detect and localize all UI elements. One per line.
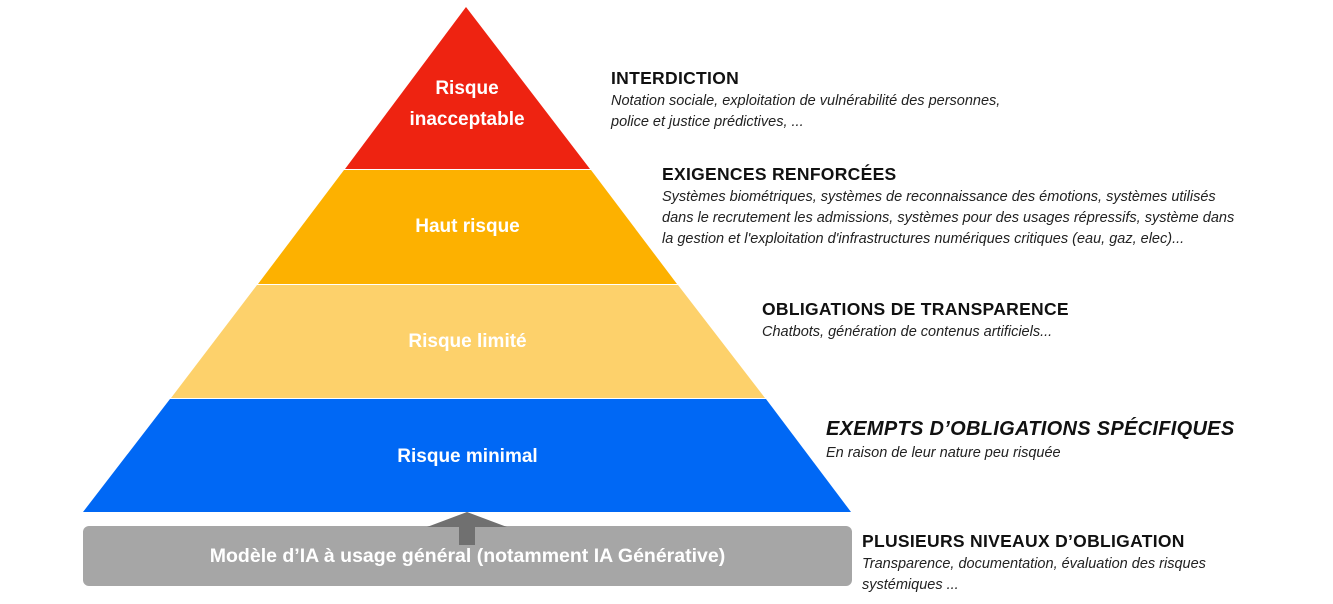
up-arrow-icon [427,512,507,545]
tier-high-risk-shape [258,170,677,284]
exempt-description: EXEMPTS D’OBLIGATIONS SPÉCIFIQUES En rai… [826,418,1234,464]
high-risk-heading: EXIGENCES RENFORCÉES [662,164,897,184]
interdiction-heading: INTERDICTION [611,68,740,88]
exempt-heading: EXEMPTS D’OBLIGATIONS SPÉCIFIQUES [826,418,1235,440]
general-purpose-heading: PLUSIEURS NIVEAUX D’OBLIGATION [862,531,1185,551]
tier-unacceptable-risk-label: Risque inacceptable [409,78,525,130]
high-risk-text-line: Systèmes biométriques, systèmes de recon… [662,189,1216,205]
tier-minimal-risk-shape [83,399,851,512]
general-purpose-text-line: systémiques ... [862,577,959,593]
transparency-text-line: Chatbots, génération de contenus artific… [762,324,1053,340]
general-purpose-model-base [83,526,852,586]
tier-minimal-risk-label: Risque minimal [397,446,538,467]
tier-unacceptable-risk-shape [345,7,590,169]
tier-high-risk-label: Haut risque [415,216,520,237]
interdiction-description: INTERDICTION Notation sociale, exploitat… [611,68,1000,133]
tier-limited-risk-label: Risque limité [408,331,527,352]
interdiction-text-line: Notation sociale, exploitation de vulnér… [611,93,1001,109]
tier-limited-risk-shape [171,285,765,398]
transparency-heading: OBLIGATIONS DE TRANSPARENCE [762,299,1069,319]
general-purpose-description: PLUSIEURS NIVEAUX D’OBLIGATION Transpare… [862,531,1206,596]
high-risk-text-line: dans le recrutement les admissions, syst… [662,210,1235,226]
exempt-text-line: En raison de leur nature peu risquée [826,445,1061,461]
interdiction-text-line: police et justice prédictives, ... [611,114,804,130]
transparency-description: OBLIGATIONS DE TRANSPARENCE Chatbots, gé… [762,299,1069,343]
high-risk-description: EXIGENCES RENFORCÉES Systèmes biométriqu… [662,164,1234,250]
general-purpose-text-line: Transparence, documentation, évaluation … [862,556,1206,572]
base-label: Modèle d’IA à usage général (notamment I… [209,545,726,567]
high-risk-text-line: la gestion et l'exploitation d'infrastru… [662,231,1185,247]
